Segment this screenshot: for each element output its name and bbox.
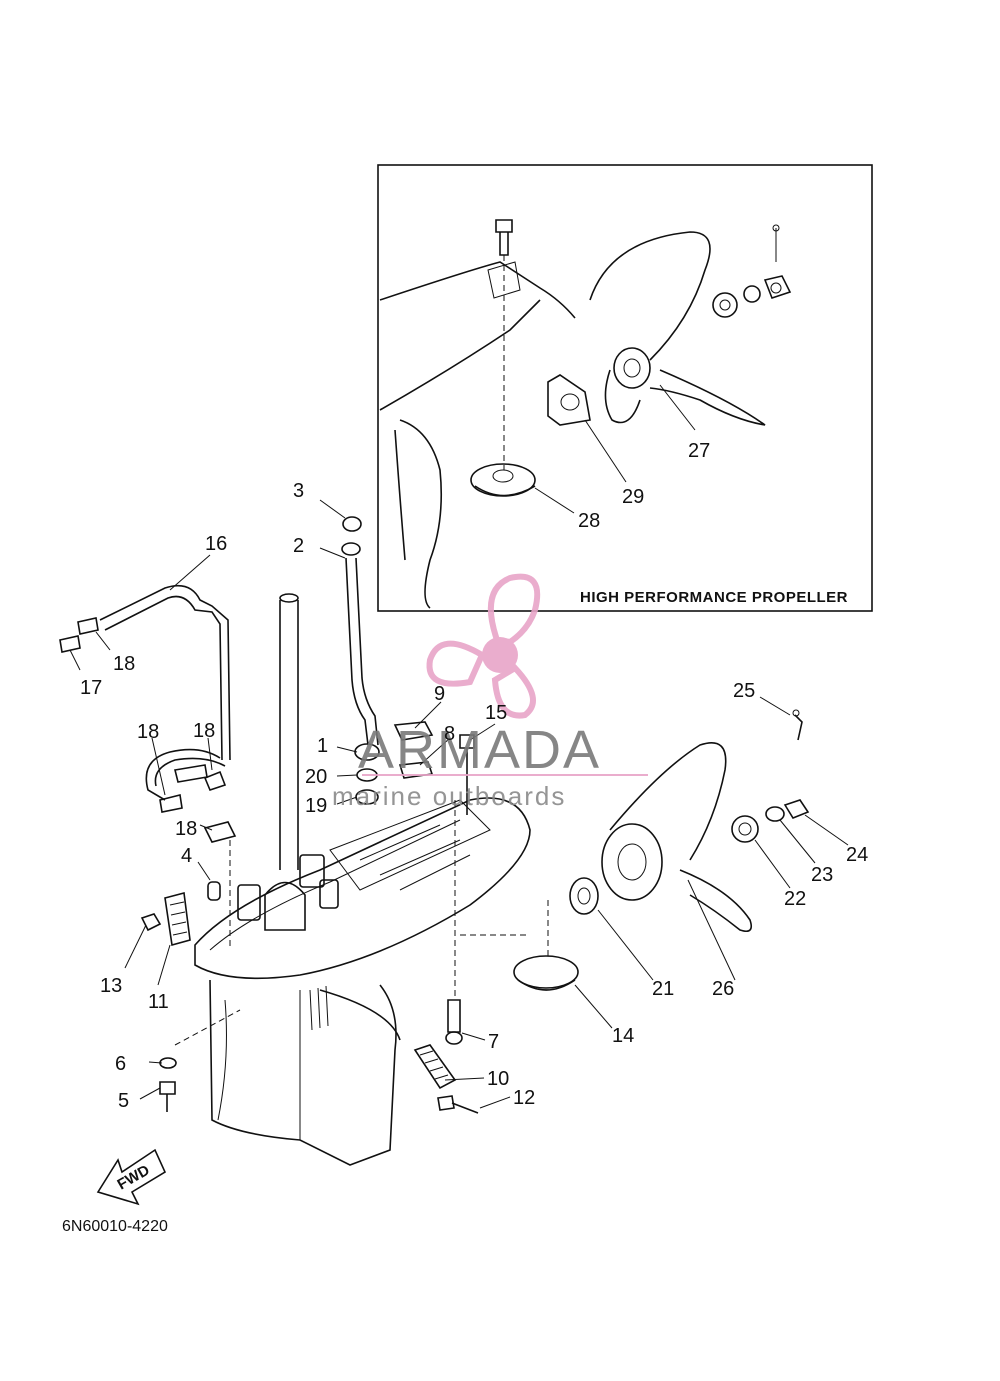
fwd-arrow: FWD [96, 1148, 167, 1206]
callout-26: 26 [712, 978, 734, 1000]
callout-22: 22 [784, 888, 806, 910]
callout-11: 11 [148, 991, 169, 1013]
callout-18-right: 18 [193, 720, 215, 742]
callout-1: 1 [317, 735, 328, 757]
inset-panel [377, 164, 873, 612]
callout-28: 28 [578, 510, 600, 532]
propeller-logo-icon [426, 573, 541, 719]
watermark-brand: ARMADA [358, 720, 601, 780]
drawing-code: 6N60010-4220 [62, 1218, 168, 1235]
callout-23: 23 [811, 864, 833, 886]
callout-19: 19 [305, 795, 327, 817]
callout-2: 2 [293, 535, 304, 557]
callout-15: 15 [485, 702, 507, 724]
callout-3: 3 [293, 480, 304, 502]
callout-10: 10 [487, 1068, 509, 1090]
callout-7: 7 [488, 1031, 499, 1053]
callout-8: 8 [444, 723, 455, 745]
callout-25: 25 [733, 680, 755, 702]
callout-20: 20 [305, 766, 327, 788]
callout-6: 6 [115, 1053, 126, 1075]
lower-unit-drawing [59, 499, 849, 1166]
callout-4: 4 [181, 845, 192, 867]
inset-title: HIGH PERFORMANCE PROPELLER [580, 589, 848, 606]
callout-27: 27 [688, 440, 710, 462]
callout-16: 16 [205, 533, 227, 555]
callout-14: 14 [612, 1025, 634, 1047]
watermark-tagline: marine outboards [332, 781, 566, 811]
callout-21: 21 [652, 978, 674, 1000]
callout-5: 5 [118, 1090, 129, 1112]
callout-9: 9 [434, 683, 445, 705]
callout-18-lower: 18 [175, 818, 197, 840]
armada-watermark: ARMADA marine outboards [332, 573, 648, 811]
callout-17: 17 [80, 677, 102, 699]
callout-24: 24 [846, 844, 868, 866]
callout-12: 12 [513, 1087, 535, 1109]
callout-29: 29 [622, 486, 644, 508]
callout-18-top: 18 [113, 653, 135, 675]
callout-18-left: 18 [137, 721, 159, 743]
callout-13: 13 [100, 975, 122, 997]
